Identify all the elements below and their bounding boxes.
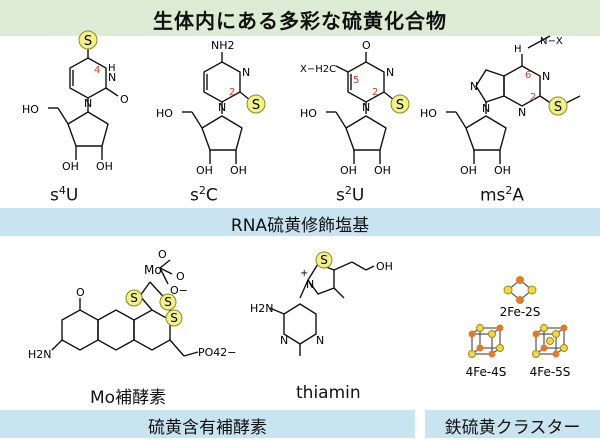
- sulfur-highlight-icon: [165, 309, 183, 327]
- ms2a-structure: H N−X S 6 2 N N N N HO OH OH: [420, 35, 581, 177]
- thiamin-structure: S N + OH H2N N N: [250, 251, 393, 356]
- cluster-band: 鉄硫黄クラスター: [425, 410, 600, 438]
- svg-text:S: S: [164, 295, 172, 309]
- svg-text:OH: OH: [376, 260, 393, 273]
- svg-text:N−X: N−X: [540, 36, 563, 47]
- cluster-band-label: 鉄硫黄クラスター: [444, 418, 581, 438]
- svg-text:O: O: [176, 270, 185, 283]
- svg-text:OH: OH: [494, 164, 511, 177]
- svg-text:5: 5: [353, 75, 359, 86]
- sulfur-highlight-icon: [390, 94, 410, 114]
- ms2a-label: ms2A: [480, 184, 525, 206]
- svg-text:N: N: [306, 278, 314, 291]
- svg-text:N: N: [316, 334, 324, 347]
- svg-text:HO: HO: [420, 107, 437, 120]
- svg-text:N: N: [362, 101, 370, 114]
- svg-text:4Fe-5S: 4Fe-5S: [530, 365, 571, 379]
- svg-text:2: 2: [372, 87, 378, 98]
- fe4s5-cluster-icon: 4Fe-5S: [530, 324, 571, 379]
- s4u-label: s4U: [50, 184, 79, 206]
- svg-text:2: 2: [530, 92, 536, 103]
- s2u-label: s2U: [336, 184, 365, 206]
- svg-text:H: H: [514, 44, 522, 55]
- rna-band: RNA硫黄修飾塩基: [0, 208, 600, 236]
- cofactor-band-label: 硫黄含有補酵素: [148, 418, 267, 438]
- svg-text:O: O: [362, 39, 371, 52]
- sulfur-highlight-icon: [159, 293, 177, 311]
- svg-text:+: +: [300, 268, 308, 279]
- svg-text:4Fe-4S: 4Fe-4S: [466, 365, 507, 379]
- rna-band-label: RNA硫黄修飾塩基: [230, 216, 370, 236]
- svg-text:N: N: [218, 101, 226, 114]
- sulfur-highlight-icon: [78, 30, 98, 50]
- sulfur-highlight-icon: [548, 96, 568, 116]
- svg-text:X−H2C: X−H2C: [300, 64, 336, 75]
- svg-text:O: O: [120, 93, 129, 106]
- svg-text:Mo: Mo: [144, 263, 162, 277]
- sulfur-highlight-icon: [246, 94, 266, 114]
- svg-text:HO: HO: [156, 107, 173, 120]
- svg-text:O: O: [158, 248, 167, 261]
- sulfur-highlight-icon: [315, 251, 333, 269]
- svg-text:N: N: [542, 70, 550, 83]
- cofactor-band: 硫黄含有補酵素: [0, 410, 415, 438]
- page-title: 生体内にある多彩な硫黄化合物: [153, 9, 447, 33]
- svg-text:S: S: [84, 34, 92, 49]
- svg-text:N: N: [470, 80, 478, 93]
- svg-text:OH: OH: [460, 164, 477, 177]
- svg-text:HO: HO: [22, 103, 39, 116]
- svg-text:OH: OH: [374, 164, 391, 177]
- s2c-label: s2C: [190, 184, 218, 206]
- svg-text:OH: OH: [340, 164, 357, 177]
- fe2s2-cluster-icon: 2Fe-2S: [500, 276, 541, 319]
- svg-text:2Fe-2S: 2Fe-2S: [500, 305, 541, 319]
- moco-label: Mo補酵素: [90, 388, 167, 408]
- thiamin-label: thiamin: [296, 383, 361, 403]
- svg-text:OH: OH: [230, 164, 247, 177]
- moco-structure: O H2N S S S Mo O O O− PO42−: [28, 248, 237, 361]
- svg-text:N: N: [386, 66, 394, 79]
- s2u-structure: O X−H2C S 5 2 N N HO OH OH: [300, 39, 410, 177]
- svg-text:HO: HO: [300, 107, 317, 120]
- svg-text:N: N: [482, 102, 490, 115]
- svg-text:H2N: H2N: [28, 348, 52, 361]
- svg-text:S: S: [170, 311, 178, 325]
- svg-text:S: S: [320, 253, 328, 267]
- svg-text:4: 4: [94, 65, 100, 76]
- svg-text:H: H: [108, 63, 116, 74]
- svg-text:N: N: [108, 71, 116, 84]
- svg-text:H2N: H2N: [250, 302, 274, 315]
- fe4s4-cluster-icon: 4Fe-4S: [466, 324, 507, 379]
- svg-text:N: N: [84, 97, 92, 110]
- svg-text:N: N: [280, 334, 288, 347]
- svg-text:OH: OH: [62, 160, 79, 173]
- svg-text:OH: OH: [196, 164, 213, 177]
- svg-text:O: O: [76, 286, 85, 299]
- svg-text:PO42−: PO42−: [198, 346, 237, 359]
- svg-text:NH2: NH2: [211, 39, 235, 52]
- s4u-structure: S 4 N H N O HO OH OH: [22, 30, 129, 173]
- svg-text:O−: O−: [170, 284, 188, 297]
- svg-text:6: 6: [525, 70, 531, 81]
- title-bar: 生体内にある多彩な硫黄化合物: [0, 0, 600, 36]
- svg-text:S: S: [554, 100, 562, 115]
- svg-text:S: S: [252, 98, 260, 113]
- svg-text:S: S: [396, 98, 404, 113]
- svg-text:N: N: [518, 106, 526, 119]
- svg-text:2: 2: [229, 87, 235, 98]
- svg-text:N: N: [242, 66, 250, 79]
- svg-text:OH: OH: [96, 160, 113, 173]
- svg-text:S: S: [130, 291, 138, 305]
- sulfur-highlight-icon: [125, 289, 143, 307]
- s2c-structure: NH2 S 2 N N HO OH OH: [156, 39, 266, 177]
